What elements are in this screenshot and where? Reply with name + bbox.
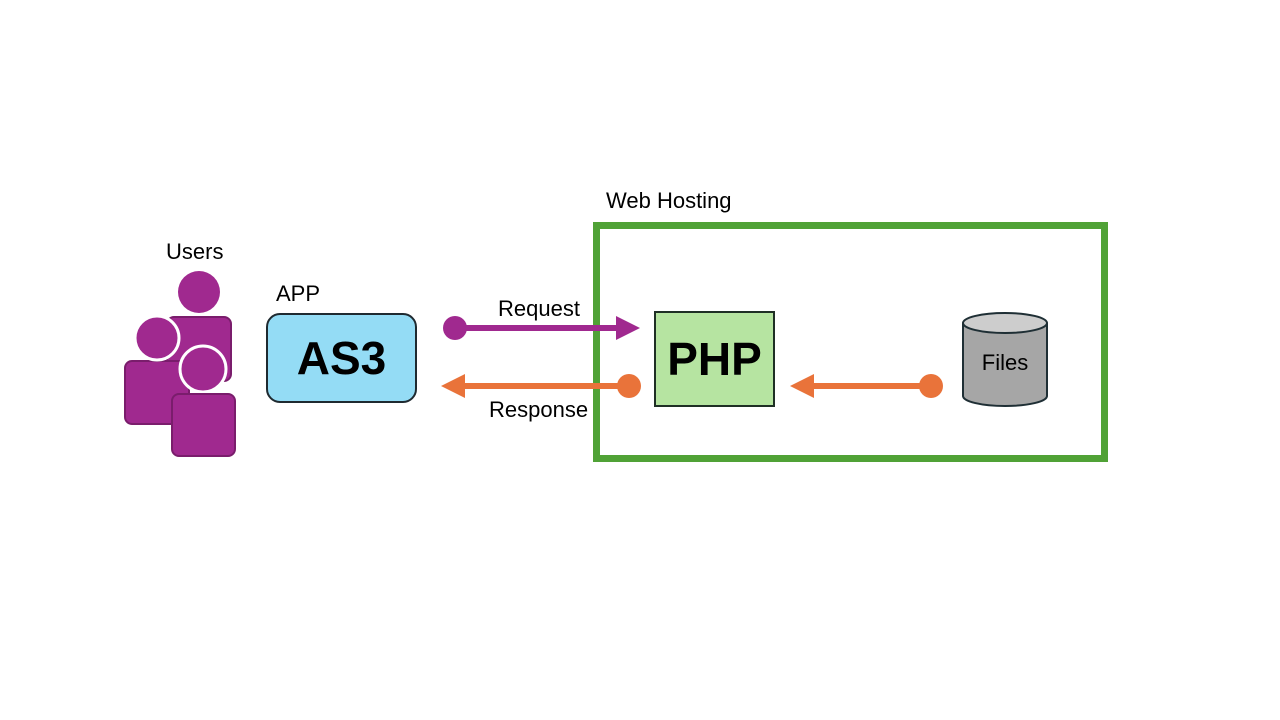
web-hosting-container (593, 222, 1108, 462)
app-label: APP (276, 281, 321, 306)
response-arrow (441, 374, 641, 398)
files-to-php-arrow (790, 374, 943, 398)
php-node: PHP (654, 311, 775, 407)
response-label: Response (489, 397, 589, 422)
files-node-label: Files (981, 350, 1029, 375)
web-hosting-label: Web Hosting (606, 188, 732, 213)
users-label: Users (166, 239, 224, 264)
request-label: Request (498, 296, 580, 321)
request-arrow (443, 316, 640, 340)
as3-node: AS3 (266, 313, 417, 403)
